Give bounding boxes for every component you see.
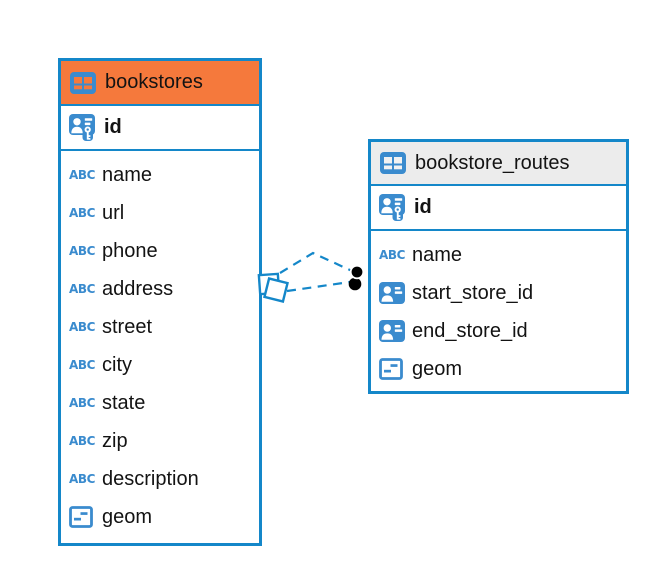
- geometry-type-icon: [69, 506, 93, 528]
- text-type-icon: ABC: [69, 472, 96, 486]
- primary-key-icon: [379, 194, 405, 222]
- reference-type-icon: [379, 320, 405, 342]
- text-type-icon: ABC: [69, 320, 96, 334]
- field-name: name: [412, 243, 463, 266]
- text-type-icon: ABC: [379, 248, 406, 262]
- field-row-state[interactable]: ABC state: [61, 384, 259, 422]
- table-bookstores[interactable]: bookstores id ABC name ABC url ABC phone…: [58, 58, 262, 546]
- field-row-id[interactable]: id: [61, 106, 259, 151]
- field-name: id: [414, 196, 432, 218]
- table-icon: [380, 152, 406, 174]
- field-row-id[interactable]: id: [371, 186, 626, 231]
- field-name: state: [102, 391, 146, 414]
- table-header-bookstores[interactable]: bookstores: [61, 61, 259, 106]
- reference-type-icon: [379, 282, 405, 304]
- relationship-source-marker-stacked-squares[interactable]: [257, 272, 289, 303]
- field-row-name[interactable]: ABC name: [61, 156, 259, 194]
- table-header-bookstore-routes[interactable]: bookstore_routes: [371, 142, 626, 186]
- field-list: ABC name start_store_id end_store_id geo…: [371, 231, 626, 388]
- field-name: zip: [102, 429, 128, 452]
- field-name: start_store_id: [412, 281, 534, 304]
- primary-key-icon: [69, 114, 95, 142]
- text-type-icon: ABC: [69, 434, 96, 448]
- field-row-city[interactable]: ABC city: [61, 346, 259, 384]
- text-type-icon: ABC: [69, 168, 96, 182]
- field-name: name: [102, 163, 153, 186]
- text-type-icon: ABC: [69, 244, 96, 258]
- table-icon: [70, 72, 96, 94]
- text-type-icon: ABC: [69, 206, 96, 220]
- field-row-start-store-id[interactable]: start_store_id: [371, 274, 626, 312]
- field-row-geom[interactable]: geom: [61, 498, 259, 536]
- field-row-address[interactable]: ABC address: [61, 270, 259, 308]
- field-row-description[interactable]: ABC description: [61, 460, 259, 498]
- relationship-line-1[interactable]: [279, 251, 353, 274]
- field-name: description: [102, 467, 199, 490]
- text-type-icon: ABC: [69, 282, 96, 296]
- field-row-phone[interactable]: ABC phone: [61, 232, 259, 270]
- field-name: geom: [102, 505, 153, 528]
- geometry-type-icon: [379, 358, 403, 380]
- table-title: bookstore_routes: [415, 151, 570, 174]
- field-name: id: [104, 116, 122, 138]
- relationship-line-2[interactable]: [286, 280, 351, 293]
- table-title: bookstores: [105, 71, 203, 93]
- field-name: end_store_id: [412, 319, 528, 342]
- relationship-target-dot-1[interactable]: [349, 264, 365, 280]
- field-name: url: [102, 201, 125, 224]
- text-type-icon: ABC: [69, 358, 96, 372]
- field-name: city: [102, 353, 132, 376]
- field-name: geom: [412, 357, 463, 380]
- field-list: ABC name ABC url ABC phone ABC address A…: [61, 151, 259, 536]
- field-row-zip[interactable]: ABC zip: [61, 422, 259, 460]
- field-row-end-store-id[interactable]: end_store_id: [371, 312, 626, 350]
- field-name: phone: [102, 239, 158, 262]
- field-row-geom[interactable]: geom: [371, 350, 626, 388]
- relationship-target-dot-2[interactable]: [348, 277, 362, 291]
- field-row-name[interactable]: ABC name: [371, 236, 626, 274]
- field-name: street: [102, 315, 153, 338]
- field-name: address: [102, 277, 174, 300]
- field-row-url[interactable]: ABC url: [61, 194, 259, 232]
- text-type-icon: ABC: [69, 396, 96, 410]
- table-bookstore-routes[interactable]: bookstore_routes id ABC name start_store…: [368, 139, 629, 394]
- field-row-street[interactable]: ABC street: [61, 308, 259, 346]
